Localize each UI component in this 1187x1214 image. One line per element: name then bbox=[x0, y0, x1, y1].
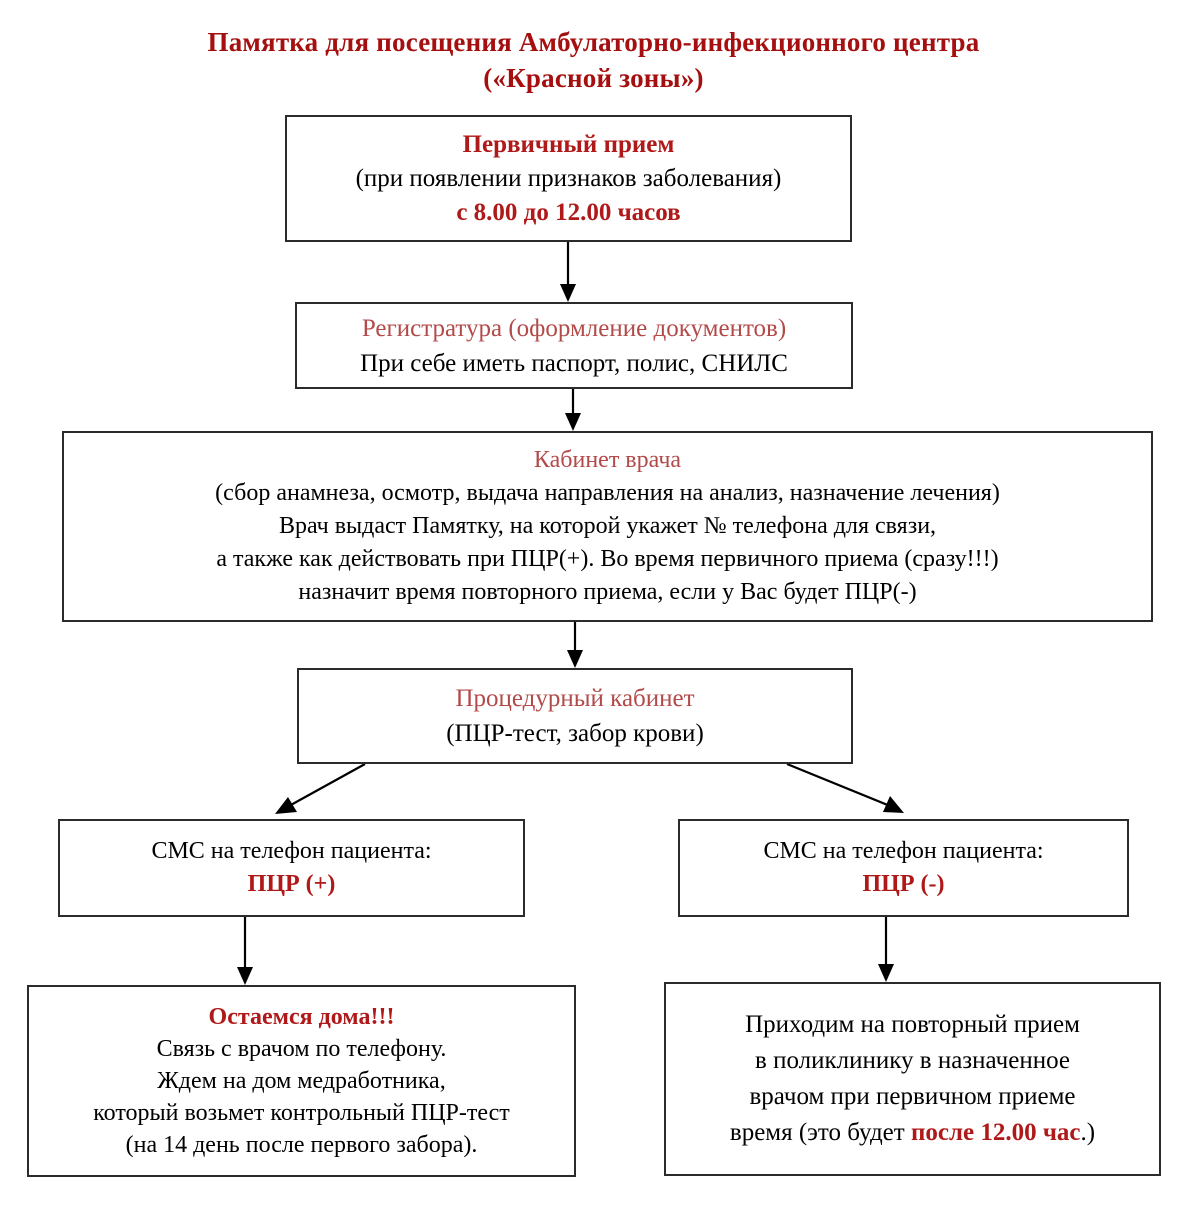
edge-registry-to-doctor bbox=[565, 389, 581, 431]
node-stay-home-line-3: Ждем на дом медработника, bbox=[157, 1068, 446, 1094]
node-sms-neg-line-1: СМС на телефон пациента: bbox=[763, 838, 1044, 864]
edge-sms-neg-to-revisit bbox=[878, 917, 894, 982]
node-sms-pos-line-1: СМС на телефон пациента: bbox=[151, 838, 432, 864]
node-revisit-line-2: в поликлинику в назначенное bbox=[755, 1047, 1070, 1074]
node-stay-home-line-4: который возьмет контрольный ПЦР-тест bbox=[93, 1100, 510, 1126]
node-revisit-line-4: время (это будет после 12.00 час.) bbox=[674, 1115, 1151, 1151]
node-primary-appointment: Первичный прием (при появлении признаков… bbox=[285, 115, 852, 242]
node-doctor-line-4: а также как действовать при ПЦР(+). Во в… bbox=[216, 546, 999, 572]
node-revisit-line-4-tail: .) bbox=[1080, 1119, 1096, 1146]
node-procedure-room: Процедурный кабинет (ПЦР-тест, забор кро… bbox=[297, 668, 853, 764]
edge-procedure-to-sms-pos bbox=[275, 763, 366, 814]
node-primary-line-2: (при появлении признаков заболевания) bbox=[355, 164, 782, 192]
node-revisit-line-3: врачом при первичном приеме bbox=[749, 1083, 1076, 1110]
node-doctor-line-2: (сбор анамнеза, осмотр, выдача направлен… bbox=[215, 480, 1000, 506]
page-title: Памятка для посещения Амбулаторно-инфекц… bbox=[0, 24, 1187, 96]
node-doctor-line-5: назначит время повторного приема, если у… bbox=[298, 579, 917, 605]
node-revisit-line-4-highlight: после 12.00 час bbox=[910, 1119, 1081, 1146]
edge-primary-to-registry bbox=[560, 242, 576, 302]
page-title-line-1: Памятка для посещения Амбулаторно-инфекц… bbox=[207, 27, 980, 57]
node-sms-pcr-negative: СМС на телефон пациента: ПЦР (-) bbox=[678, 819, 1129, 917]
node-doctor-line-1: Кабинет врача bbox=[533, 447, 682, 473]
node-revisit-line-4-prefix: время (это будет bbox=[729, 1119, 911, 1146]
node-sms-pos-line-2: ПЦР (+) bbox=[247, 871, 336, 897]
node-stay-home: Остаемся дома!!! Связь с врачом по телеф… bbox=[27, 985, 576, 1177]
node-registry: Регистратура (оформление документов) При… bbox=[295, 302, 853, 389]
edge-sms-pos-to-stay-home bbox=[237, 917, 253, 985]
edge-doctor-to-procedure bbox=[567, 622, 583, 668]
node-primary-line-3: с 8.00 до 12.00 часов bbox=[456, 198, 681, 226]
node-revisit-appointment: Приходим на повторный прием в поликлиник… bbox=[664, 982, 1161, 1176]
node-stay-home-line-5: (на 14 день после первого забора). bbox=[125, 1132, 478, 1158]
node-procedure-line-2: (ПЦР-тест, забор крови) bbox=[446, 720, 704, 747]
edge-procedure-to-sms-neg bbox=[786, 762, 904, 813]
node-doctor-line-3: Врач выдаст Памятку, на которой укажет №… bbox=[278, 513, 937, 539]
node-sms-neg-line-2: ПЦР (-) bbox=[862, 871, 945, 897]
page-title-line-2: («Красной зоны») bbox=[483, 63, 704, 93]
node-stay-home-line-2: Связь с врачом по телефону. bbox=[156, 1036, 447, 1062]
node-revisit-line-1: Приходим на повторный прием bbox=[745, 1011, 1080, 1038]
node-registry-line-2: При себе иметь паспорт, полис, СНИЛС bbox=[360, 349, 788, 377]
node-doctor-office: Кабинет врача (сбор анамнеза, осмотр, вы… bbox=[62, 431, 1153, 622]
node-procedure-line-1: Процедурный кабинет bbox=[455, 685, 695, 712]
node-stay-home-line-1: Остаемся дома!!! bbox=[208, 1004, 395, 1030]
node-registry-line-1: Регистратура (оформление документов) bbox=[361, 314, 787, 342]
node-primary-line-1: Первичный прием bbox=[462, 130, 675, 158]
node-sms-pcr-positive: СМС на телефон пациента: ПЦР (+) bbox=[58, 819, 525, 917]
